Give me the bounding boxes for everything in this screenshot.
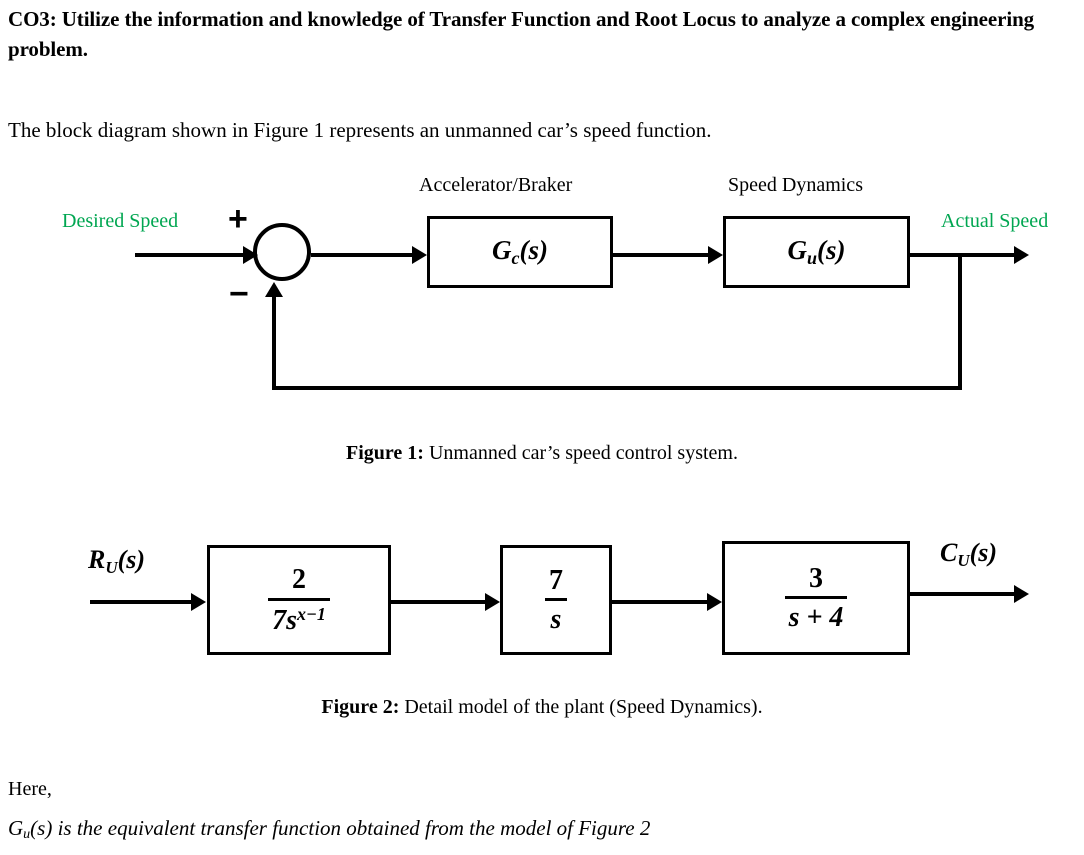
feedback-line-vertical-left: [272, 296, 276, 390]
output-arrowhead-icon: [1014, 246, 1029, 264]
feedback-line-vertical-right: [958, 253, 962, 390]
controller-output-line: [613, 253, 708, 257]
output-label-actual-speed: Actual Speed: [941, 210, 1049, 232]
fig2-block-3-denominator: s + 4: [788, 602, 844, 633]
fig2-block-2-fraction: 7 s: [543, 564, 569, 635]
fig2-block-2-denominator: s: [550, 604, 562, 635]
fig2-block-1: 2 7sx−1: [207, 545, 391, 655]
block-title-speed-dynamics: Speed Dynamics: [728, 174, 863, 196]
figure-2-caption-label: Figure 2:: [321, 696, 400, 718]
plant-input-arrowhead-icon: [708, 246, 723, 264]
output-signal-line: [910, 253, 1020, 257]
figure-1-caption-label: Figure 1:: [346, 442, 424, 464]
note-gu-symbol: G: [8, 816, 24, 840]
feedback-arrowhead-icon: [265, 282, 283, 297]
summing-junction: [253, 223, 311, 281]
fig2-arrowhead-2-3-icon: [707, 593, 722, 611]
fig2-output-line: [910, 592, 1018, 596]
here-label: Here,: [8, 778, 52, 800]
fig2-arrowhead-1-2-icon: [485, 593, 500, 611]
input-signal-line: [135, 253, 243, 257]
error-signal-line: [311, 253, 412, 257]
block-gu-label: Gu(s): [787, 235, 846, 268]
equivalent-transfer-function-note: Gu(s) is the equivalent transfer functio…: [8, 816, 650, 843]
fig2-block-3-numerator: 3: [808, 562, 823, 594]
fig2-input-line: [90, 600, 193, 604]
fig2-block-1-fraction: 2 7sx−1: [266, 565, 332, 635]
fraction-bar: [545, 598, 567, 601]
block-gc-label: Gc(s): [492, 235, 548, 268]
block-gc: Gc(s): [427, 216, 613, 288]
fig2-block-3-fraction: 3 s + 4: [783, 562, 850, 633]
note-text: (s) is the equivalent transfer function …: [30, 816, 651, 840]
fig2-line-2-3: [612, 600, 707, 604]
figure-1-caption-text: Unmanned car’s speed control system.: [423, 442, 738, 464]
fig2-block-1-denominator: 7sx−1: [272, 603, 326, 636]
fig2-output-arrowhead-icon: [1014, 585, 1029, 603]
fig2-input-arrowhead-icon: [191, 593, 206, 611]
summing-junction-plus-sign: +: [228, 200, 248, 238]
summing-junction-minus-sign: −: [229, 275, 249, 313]
fig2-block-1-numerator: 2: [291, 564, 306, 596]
fraction-bar: [268, 597, 330, 601]
fig2-block-3: 3 s + 4: [722, 541, 910, 655]
figure-2-caption-text: Detail model of the plant (Speed Dynamic…: [399, 696, 763, 718]
page-heading: CO3: Utilize the information and knowled…: [8, 7, 1035, 61]
note-gu-subscript: u: [23, 827, 31, 842]
output-label-cu-s: CU(s): [940, 538, 998, 570]
feedback-line-horizontal: [272, 386, 962, 390]
fig2-line-1-2: [391, 600, 486, 604]
fig2-block-2-numerator: 7: [549, 564, 563, 596]
input-label-ru-s: RU(s): [88, 545, 146, 577]
error-arrowhead-icon: [412, 246, 427, 264]
fraction-bar: [784, 596, 848, 599]
intro-paragraph: The block diagram shown in Figure 1 repr…: [8, 118, 712, 142]
block-title-accelerator-braker: Accelerator/Braker: [419, 174, 573, 196]
input-label-desired-speed: Desired Speed: [62, 210, 179, 232]
block-gu: Gu(s): [723, 216, 910, 288]
fig2-block-2: 7 s: [500, 545, 612, 655]
figure-1-caption: Figure 1: Unmanned car’s speed control s…: [0, 440, 1084, 466]
figure-2-caption: Figure 2: Detail model of the plant (Spe…: [0, 694, 1084, 720]
